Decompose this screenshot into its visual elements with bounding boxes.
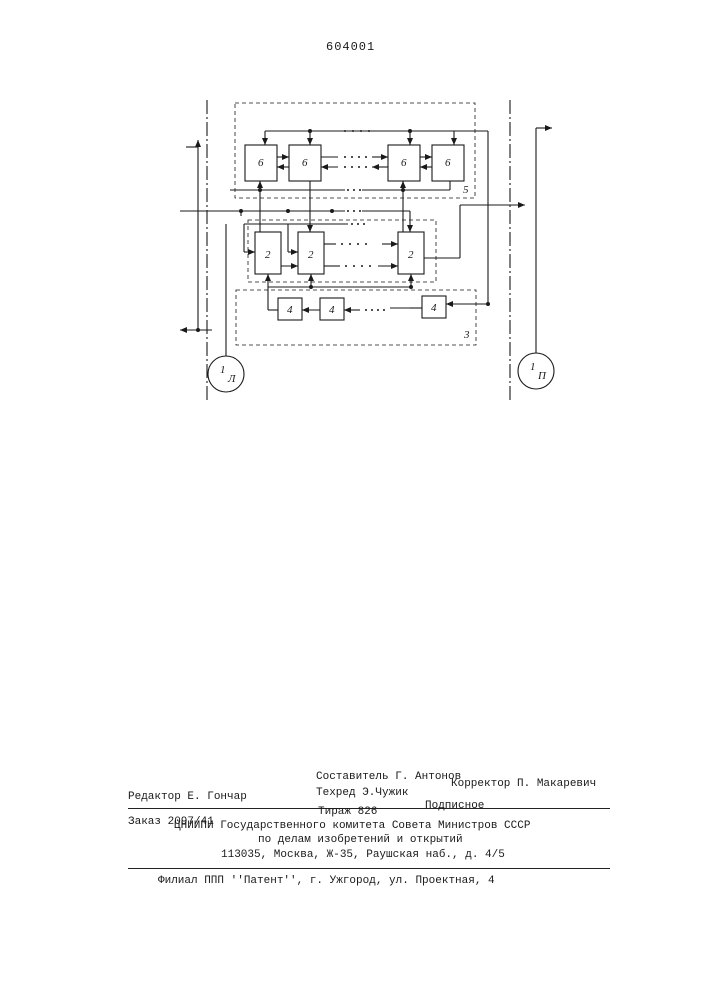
left-node-number: 1 bbox=[220, 364, 226, 376]
block-6-label: 6 bbox=[445, 157, 451, 169]
block-2-label: 2 bbox=[308, 249, 314, 261]
address: 113035, Москва, Ж-35, Раушская наб., д. … bbox=[221, 849, 505, 861]
block-4-label: 4 bbox=[329, 304, 335, 316]
group-5-label: 5 bbox=[463, 184, 469, 196]
block-2-label: 2 bbox=[408, 249, 414, 261]
block-diagram: 6 6 6 6 5 2 2 2 4 4 4 3 1 Л 1 П bbox=[0, 0, 707, 420]
block-6-label: 6 bbox=[401, 157, 407, 169]
compiler: Составитель Г. Антонов bbox=[316, 771, 461, 783]
subscription: Подписное bbox=[425, 800, 484, 812]
right-node bbox=[518, 353, 554, 389]
divider bbox=[128, 868, 610, 869]
affairs: по делам изобретений и открытий bbox=[258, 834, 463, 846]
block-4-label: 4 bbox=[287, 304, 293, 316]
corrector: Корректор П. Макаревич bbox=[451, 778, 596, 790]
techred: Техред Э.Чужик bbox=[316, 787, 408, 799]
editor: Редактор Е. Гончар bbox=[128, 791, 247, 803]
block-2-label: 2 bbox=[265, 249, 271, 261]
left-node-letter: Л bbox=[227, 373, 236, 385]
group-5-frame bbox=[235, 103, 475, 198]
block-6-label: 6 bbox=[302, 157, 308, 169]
left-node bbox=[208, 356, 244, 392]
right-node-letter: П bbox=[537, 370, 547, 382]
right-node-number: 1 bbox=[530, 361, 536, 373]
circulation: Тираж 826 bbox=[318, 806, 377, 818]
block-4-label: 4 bbox=[431, 302, 437, 314]
block-6-label: 6 bbox=[258, 157, 264, 169]
group-3-label: 3 bbox=[463, 329, 470, 341]
institute: ЦНИИПИ Государственного комитета Совета … bbox=[174, 820, 530, 832]
branch: Филиал ППП ''Патент'', г. Ужгород, ул. П… bbox=[158, 875, 495, 887]
